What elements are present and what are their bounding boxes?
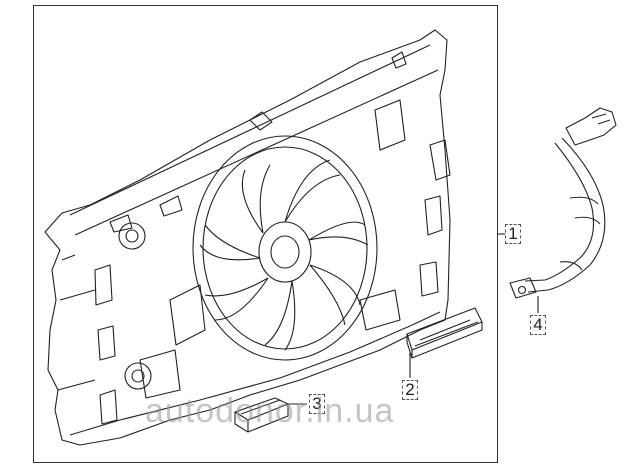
callout-3-label: 3 <box>312 394 322 413</box>
fan-shroud <box>44 29 451 446</box>
part-3-seal <box>234 397 289 433</box>
diagram-frame <box>33 5 498 463</box>
motor-mount-bottom <box>124 362 152 390</box>
callout-3: 3 <box>309 394 325 414</box>
part-2-seal <box>406 307 483 359</box>
callout-1: 1 <box>505 224 521 244</box>
motor-mount-left <box>118 222 146 250</box>
part-4-harness <box>509 107 617 299</box>
watermark-text: autodonor.in.ua <box>145 392 395 430</box>
callout-1-label: 1 <box>508 224 518 243</box>
callout-2-label: 2 <box>405 380 415 399</box>
callout-4-label: 4 <box>533 315 543 334</box>
callout-2: 2 <box>402 380 418 400</box>
callout-4: 4 <box>530 315 546 335</box>
fan-assembly <box>192 135 378 361</box>
